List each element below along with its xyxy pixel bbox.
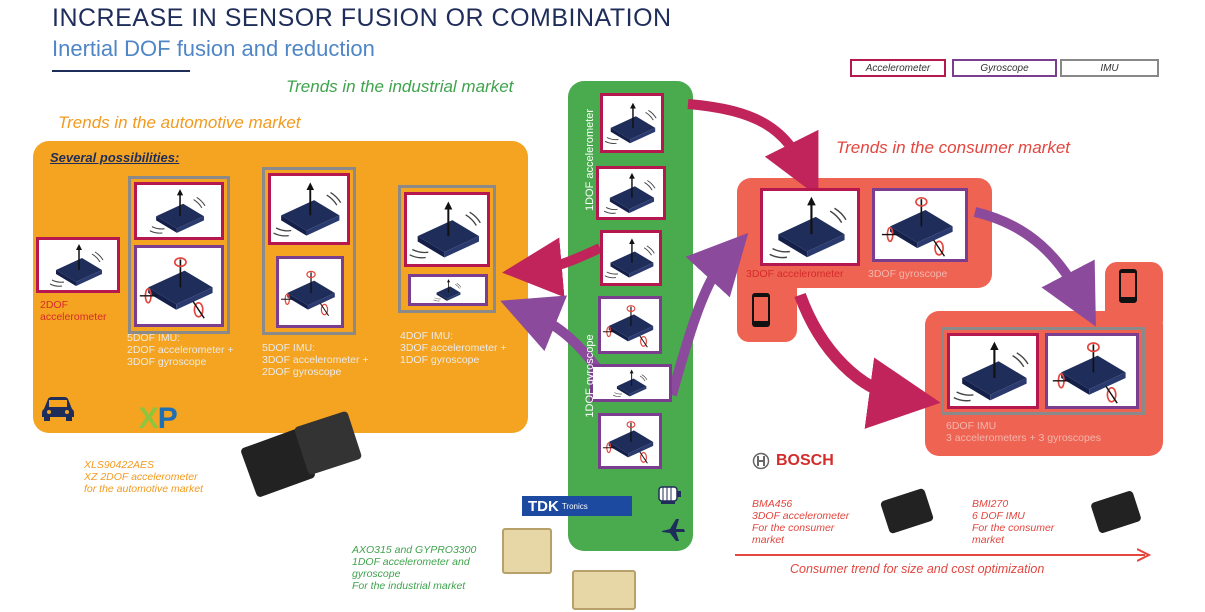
gyroscope-icon <box>411 277 485 303</box>
legend-imu: IMU <box>1060 59 1159 77</box>
accelerometer-icon <box>603 233 659 283</box>
auto-2dof-caption: 2DOF accelerometer <box>40 299 107 323</box>
accelerometer-chip <box>760 188 860 266</box>
accelerometer-icon <box>603 96 661 150</box>
gyroscope-chip <box>598 413 662 469</box>
industrial-accel-vertical-label: 1DOF accelerometer <box>584 108 596 211</box>
nxp-product-caption: XLS90422AES XZ 2DOF accelerometer for th… <box>84 459 204 495</box>
accelerometer-icon <box>763 191 857 263</box>
legend-gyroscope: Gyroscope <box>952 59 1057 77</box>
accelerometer-chip <box>36 237 120 293</box>
accelerometer-chip <box>947 333 1039 409</box>
title-divider <box>52 70 190 72</box>
accelerometer-chip <box>600 230 662 286</box>
accelerometer-icon <box>950 336 1036 406</box>
smartphone-icon <box>752 293 770 327</box>
gyroscope-chip <box>408 274 488 306</box>
consumer-imu-caption: 6DOF IMU 3 accelerometers + 3 gyroscopes <box>946 420 1101 444</box>
consumer-trend-caption: Consumer trend for size and cost optimiz… <box>790 562 1045 576</box>
arrow-industrial-to-consumer-gyro <box>667 232 749 397</box>
airplane-icon <box>662 519 685 541</box>
arrow-industrial-to-automotive-accel <box>502 237 603 298</box>
auto-4dof-caption: 4DOF IMU: 3DOF accelerometer + 1DOF gyro… <box>400 330 507 366</box>
page-title: INCREASE IN SENSOR FUSION OR COMBINATION <box>52 4 672 32</box>
bosch-product-bma456: BMA456 3DOF accelerometer For the consum… <box>752 498 850 546</box>
gyroscope-icon <box>601 416 659 466</box>
consumer-trend-line <box>735 554 1145 556</box>
page-subtitle: Inertial DOF fusion and reduction <box>52 36 375 61</box>
nxp-logo: NXP <box>118 402 178 435</box>
gyroscope-chip <box>276 256 344 328</box>
accelerometer-chip <box>404 192 490 267</box>
arrow-consumer-gyro-to-imu <box>973 207 1096 327</box>
auto-5dof-a-caption: 5DOF IMU: 2DOF accelerometer + 3DOF gyro… <box>127 332 234 368</box>
accelerometer-icon <box>407 195 487 264</box>
gyroscope-icon <box>279 259 341 325</box>
accelerometer-icon <box>599 169 663 217</box>
motor-icon <box>658 486 681 504</box>
gyroscope-icon <box>1048 336 1136 406</box>
arrow-industrial-to-consumer <box>687 99 819 197</box>
consumer-accel-caption: 3DOF accelerometer <box>746 268 844 280</box>
tdk-product-caption: AXO315 and GYPRO3300 1DOF accelerometer … <box>352 544 477 592</box>
car-icon <box>42 397 74 421</box>
automotive-market-label: Trends in the automotive market <box>58 113 301 132</box>
bosch-logo: BOSCH <box>752 452 834 470</box>
several-possibilities-label: Several possibilities: <box>50 150 180 165</box>
imu-group-5dof-b <box>262 167 356 335</box>
consumer-gyro-caption: 3DOF gyroscope <box>868 268 948 280</box>
legend-accelerometer: Accelerometer <box>850 59 946 77</box>
industrial-gyro-vertical-label: 1DOF gyroscope <box>584 334 596 418</box>
accelerometer-icon <box>39 240 117 290</box>
gyroscope-chip <box>598 296 662 354</box>
trend-arrowhead-icon <box>1137 548 1151 562</box>
accelerometer-chip <box>134 182 224 240</box>
smartphone-icon <box>1119 269 1137 303</box>
accelerometer-chip <box>268 173 350 245</box>
accelerometer-icon <box>271 176 347 242</box>
gyroscope-icon <box>875 191 965 259</box>
bosch-product-bmi270: BMI270 6 DOF IMU For the consumer market <box>972 498 1055 546</box>
accelerometer-chip <box>600 93 664 153</box>
accelerometer-chip <box>596 166 666 220</box>
industrial-market-label: Trends in the industrial market <box>286 77 514 96</box>
imu-group-4dof <box>398 185 496 313</box>
tdk-chip-package <box>502 528 552 574</box>
auto-5dof-b-caption: 5DOF IMU: 3DOF accelerometer + 2DOF gyro… <box>262 342 369 378</box>
gyroscope-icon <box>137 248 221 324</box>
arrow-consumer-accel-to-imu <box>794 292 941 429</box>
bosch-armature-icon <box>752 452 770 470</box>
imu-group-5dof-a <box>128 176 230 334</box>
accelerometer-icon <box>137 185 221 237</box>
gyroscope-icon <box>601 299 659 351</box>
consumer-market-label: Trends in the consumer market <box>836 138 1070 157</box>
gyroscope-chip <box>590 364 672 402</box>
gyroscope-chip <box>1045 333 1139 409</box>
gyroscope-icon <box>593 367 669 399</box>
imu-group-6dof <box>941 327 1145 415</box>
gyroscope-chip <box>872 188 968 262</box>
gyroscope-chip <box>134 245 224 327</box>
tdk-chip-package-large <box>572 570 636 610</box>
